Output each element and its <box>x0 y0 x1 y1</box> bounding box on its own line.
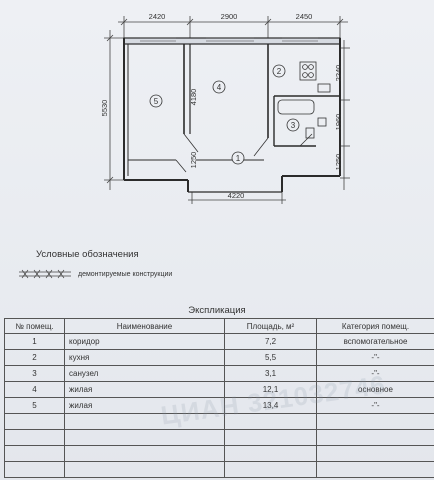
column-header: № помещ. <box>4 318 65 334</box>
room-area-cell: 5,5 <box>224 349 317 366</box>
room-number-cell: 5 <box>4 397 65 414</box>
room-1-marker <box>231 151 245 165</box>
table-row: 1 коридор 7,2 вспомогательное <box>4 333 434 350</box>
dim-inner-1: 4180 <box>189 89 198 106</box>
room-number-cell: 1 <box>4 333 65 350</box>
dim-bottom: 4220 <box>228 191 245 200</box>
windows <box>140 37 318 42</box>
room-name-cell: кухня <box>64 349 225 366</box>
explication-table: № помещ. Наименование Площадь, м² Катего… <box>4 318 434 478</box>
room-2-marker <box>272 64 286 78</box>
room-3-marker <box>286 118 300 132</box>
dim-right-3: 1250 <box>334 154 343 171</box>
dim-top-1: 2420 <box>149 12 166 21</box>
column-header: Площадь, м² <box>224 318 317 334</box>
room-4-marker <box>212 80 226 94</box>
table-header-row: № помещ. Наименование Площадь, м² Катего… <box>4 318 434 334</box>
bathtub-icon <box>277 99 327 139</box>
room-5-marker <box>149 94 163 108</box>
stove-icon <box>299 61 331 93</box>
room-number-1: 1 <box>236 154 241 163</box>
door-swings <box>175 133 313 173</box>
dim-right-2: 1960 <box>334 114 343 131</box>
room-number-5: 5 <box>154 97 159 106</box>
walls <box>123 37 341 193</box>
room-markers <box>149 64 300 165</box>
room-numbers: 1 2 3 4 5 <box>154 67 296 163</box>
table-row-empty <box>4 445 434 462</box>
explication-title: Экспликация <box>188 305 246 316</box>
legend-item: демонтируемые конструкции <box>18 268 172 280</box>
table-row-empty <box>4 461 434 478</box>
room-number-cell: 2 <box>4 349 65 366</box>
room-category-cell: -"- <box>316 349 434 366</box>
dim-left: 5530 <box>100 100 109 117</box>
room-category-cell: вспомогательное <box>316 333 434 350</box>
demolition-symbol-icon <box>19 269 71 279</box>
room-number-4: 4 <box>217 83 222 92</box>
table-row-empty <box>4 413 434 430</box>
table-row: 2 кухня 5,5 -"- <box>4 349 434 366</box>
table-row: 3 санузел 3,1 -"- <box>4 365 434 382</box>
room-number-cell: 3 <box>4 365 65 382</box>
room-name-cell: коридор <box>64 333 225 350</box>
room-number-cell: 4 <box>4 381 65 398</box>
top-dimension-lines <box>104 16 350 204</box>
dim-top-2: 2900 <box>221 12 238 21</box>
legend-item-label: демонтируемые конструкции <box>78 270 173 278</box>
room-number-3: 3 <box>291 121 296 130</box>
dim-top-3: 2450 <box>296 12 313 21</box>
room-area-cell: 3,1 <box>224 365 317 382</box>
room-number-2: 2 <box>277 67 282 76</box>
table-row-empty <box>4 429 434 446</box>
dimension-labels: 2420 2900 2450 5530 4180 1250 2240 1960 … <box>100 12 343 200</box>
dim-inner-2: 1250 <box>189 152 198 169</box>
legend-title: Условные обозначения <box>36 249 139 260</box>
floor-plan: 1 2 3 4 5 2420 2900 2450 5530 4180 1250 … <box>100 12 350 204</box>
column-header: Наименование <box>64 318 225 334</box>
dim-right-1: 2240 <box>334 65 343 82</box>
column-header: Категория помещ. <box>316 318 434 334</box>
room-area-cell: 7,2 <box>224 333 317 350</box>
room-name-cell: санузел <box>64 365 225 382</box>
